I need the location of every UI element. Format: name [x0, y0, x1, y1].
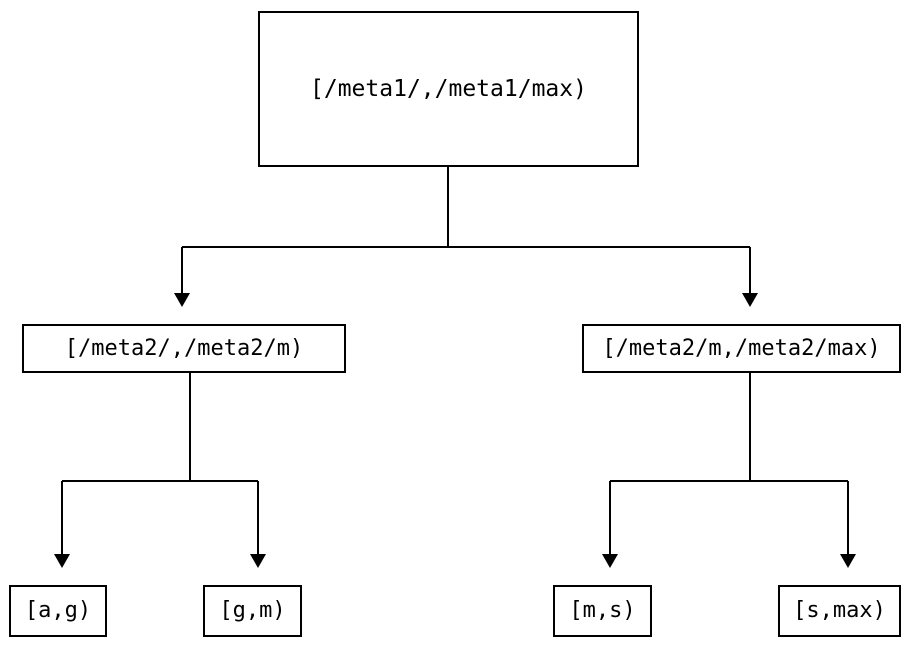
- node-leaf-ms[interactable]: [m,s): [553, 585, 652, 637]
- arrowhead-layer: [54, 293, 856, 568]
- node-mid-right[interactable]: [/meta2/m,/meta2/max): [582, 324, 901, 373]
- arrowhead-leaf-gm: [250, 554, 266, 568]
- node-leaf-ag[interactable]: [a,g): [9, 585, 107, 637]
- node-mid-left-label: [/meta2/,/meta2/m): [64, 335, 304, 361]
- node-root[interactable]: [/meta1/,/meta1/max): [258, 11, 639, 167]
- node-leaf-ag-label: [a,g): [24, 598, 92, 623]
- node-leaf-gm[interactable]: [g,m): [203, 585, 302, 637]
- node-leaf-ms-label: [m,s): [569, 598, 636, 623]
- arrowhead-leaf-ms: [602, 554, 618, 568]
- node-leaf-smax-label: [s,max): [793, 598, 886, 623]
- arrowhead-mid-right: [742, 293, 758, 307]
- arrowhead-mid-left: [174, 293, 190, 307]
- node-leaf-gm-label: [g,m): [219, 598, 286, 623]
- arrowhead-leaf-smax: [840, 554, 856, 568]
- arrowhead-leaf-ag: [54, 554, 70, 568]
- node-root-label: [/meta1/,/meta1/max): [310, 75, 587, 102]
- node-mid-left[interactable]: [/meta2/,/meta2/m): [22, 324, 346, 373]
- node-leaf-smax[interactable]: [s,max): [778, 585, 901, 637]
- node-mid-right-label: [/meta2/m,/meta2/max): [602, 335, 881, 361]
